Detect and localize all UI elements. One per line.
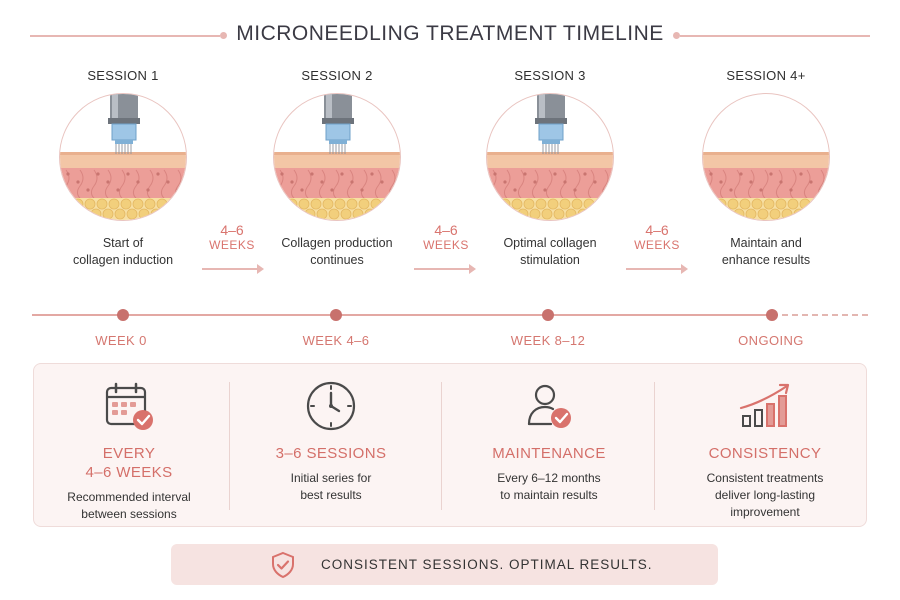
title-dot-right	[673, 32, 680, 39]
session-description: Optimal collagen stimulation	[503, 236, 597, 267]
footer-banner: CONSISTENT SESSIONS. OPTIMAL RESULTS.	[171, 544, 718, 585]
timeline-solid-line	[32, 314, 772, 316]
title-dot-left	[220, 32, 227, 39]
title-row: MICRONEEDLING TREATMENT TIMELINE	[30, 22, 870, 50]
session-description: Maintain and enhance results	[721, 236, 811, 267]
skin-illustration	[702, 93, 830, 221]
session-4: SESSION 4+ Maintain and enhance results	[681, 68, 851, 269]
card-description: Initial series for best results	[290, 471, 372, 502]
week-label: ONGOING	[738, 333, 804, 348]
card-title: MAINTENANCE	[492, 445, 606, 462]
week-label: WEEK 4–6	[302, 333, 370, 348]
session-2: SESSION 2 Collagen production continues	[252, 68, 422, 269]
session-1: SESSION 1 Start of collagen induction	[38, 68, 208, 269]
skin-illustration	[273, 93, 401, 221]
growth-chart-icon	[670, 376, 860, 436]
session-label: SESSION 2	[301, 68, 373, 83]
arrow-icon	[626, 264, 688, 274]
interval-label: 4–6 WEEKS	[423, 222, 469, 252]
title-rule-right	[680, 35, 870, 37]
divider	[229, 382, 230, 510]
card-title: CONSISTENCY	[708, 445, 822, 462]
card-description: Every 6–12 months to maintain results	[497, 471, 601, 502]
session-label: SESSION 3	[514, 68, 586, 83]
session-description: Collagen production continues	[281, 236, 393, 267]
clock-icon	[236, 376, 426, 436]
card-description: Consistent treatments deliver long-lasti…	[706, 471, 824, 519]
skin-illustration	[59, 93, 187, 221]
timeline-bar	[32, 309, 868, 321]
session-description: Start of collagen induction	[72, 236, 174, 267]
calendar-check-icon	[34, 376, 224, 436]
timeline-dot	[117, 309, 129, 321]
info-card-maintenance: MAINTENANCE Every 6–12 months to maintai…	[454, 376, 644, 504]
session-3: SESSION 3 Optimal collagen stimulation	[465, 68, 635, 269]
card-title: EVERY 4–6 WEEKS	[85, 445, 173, 481]
timeline-dot	[542, 309, 554, 321]
timeline-dot	[330, 309, 342, 321]
user-check-icon	[454, 376, 644, 436]
divider	[441, 382, 442, 510]
card-title: 3–6 SESSIONS	[275, 445, 387, 462]
session-label: SESSION 4+	[726, 68, 806, 83]
title-rule-left	[30, 35, 220, 37]
footer-text: CONSISTENT SESSIONS. OPTIMAL RESULTS.	[321, 557, 653, 572]
info-panel: EVERY 4–6 WEEKS Recommended interval bet…	[33, 363, 867, 527]
session-label: SESSION 1	[87, 68, 159, 83]
divider	[654, 382, 655, 510]
page-title: MICRONEEDLING TREATMENT TIMELINE	[236, 22, 664, 45]
interval-label: 4–6 WEEKS	[634, 222, 680, 252]
skin-illustration	[486, 93, 614, 221]
info-card-sessions: 3–6 SESSIONS Initial series for best res…	[236, 376, 426, 504]
arrow-icon	[202, 264, 264, 274]
timeline-dot	[766, 309, 778, 321]
arrow-icon	[414, 264, 476, 274]
info-card-interval: EVERY 4–6 WEEKS Recommended interval bet…	[34, 376, 224, 523]
week-label: WEEK 0	[95, 333, 147, 348]
info-card-consistency: CONSISTENCY Consistent treatments delive…	[670, 376, 860, 521]
week-label: WEEK 8–12	[510, 333, 586, 348]
shield-check-icon	[269, 551, 297, 584]
interval-label: 4–6 WEEKS	[209, 222, 255, 252]
card-description: Recommended interval between sessions	[67, 490, 191, 521]
timeline-dashed-line	[772, 314, 868, 316]
